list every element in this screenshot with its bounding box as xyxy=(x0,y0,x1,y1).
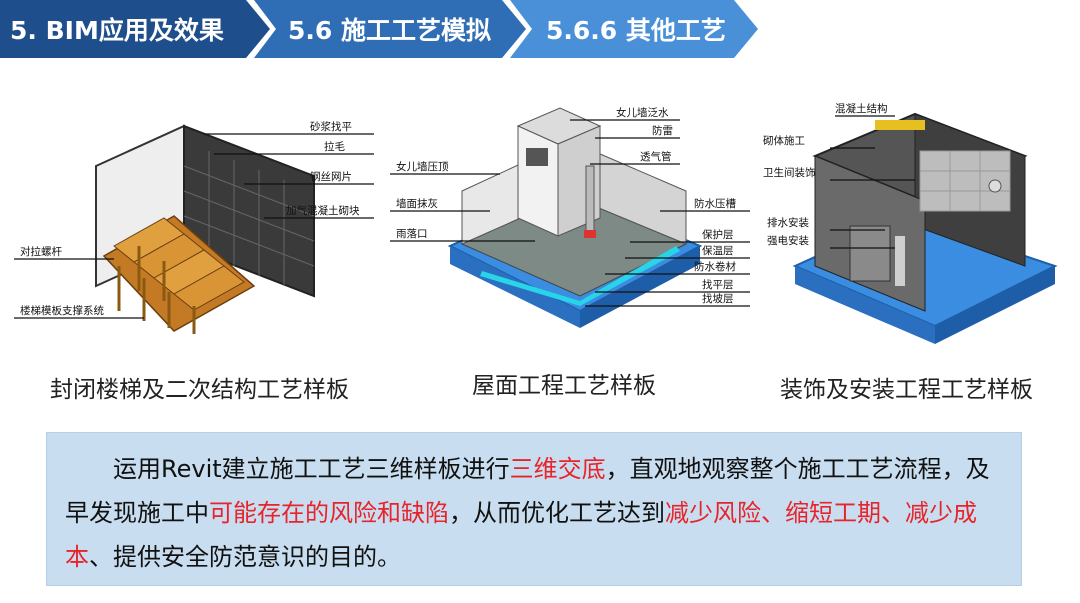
label-tie-bolt: 对拉螺杆 xyxy=(20,245,62,258)
label-vent-pipe: 透气管 xyxy=(640,150,672,163)
label-drainage-install: 排水安装 xyxy=(767,216,809,229)
label-waterproof-membrane: 防水卷材 xyxy=(694,260,736,273)
breadcrumb-level2[interactable]: 5.6 施工工艺模拟 xyxy=(254,0,526,58)
label-aerated-block: 加气混凝土砌块 xyxy=(286,204,360,217)
caption-decoration: 装饰及安装工程工艺样板 xyxy=(780,377,1033,403)
stair-model-illustration: 砂浆找平 拉毛 钢丝网片 加气混凝土砌块 对拉螺杆 楼梯模板支撑系统 xyxy=(14,120,374,334)
breadcrumb: 5. BIM应用及效果 5.6 施工工艺模拟 5.6.6 其他工艺 xyxy=(0,0,800,58)
caption-roof: 屋面工程工艺样板 xyxy=(472,373,656,399)
breadcrumb-level1[interactable]: 5. BIM应用及效果 xyxy=(0,0,270,58)
breadcrumb-level3[interactable]: 5.6.6 其他工艺 xyxy=(510,0,758,58)
label-waterproof-groove: 防水压槽 xyxy=(694,197,736,210)
description-box: 运用Revit建立施工工艺三维样板进行三维交底，直观地观察整个施工工艺流程，及早… xyxy=(46,432,1022,586)
label-concrete-structure: 混凝土结构 xyxy=(835,102,888,115)
label-sloping-layer: 找坡层 xyxy=(702,292,734,305)
label-wire-mesh: 钢丝网片 xyxy=(310,170,352,183)
roof-model-illustration: 女儿墙泛水 防雷 透气管 女儿墙压顶 墙面抹灰 雨落口 防水压槽 保护层 保温层… xyxy=(390,106,750,328)
label-stair-formwork: 楼梯模板支撑系统 xyxy=(20,304,104,317)
label-bathroom-finish: 卫生间装饰 xyxy=(763,166,816,179)
label-roughening: 拉毛 xyxy=(324,140,345,153)
label-mortar-screed: 砂浆找平 xyxy=(310,120,352,133)
label-parapet-coping: 女儿墙压顶 xyxy=(396,160,449,173)
highlight-risks: 可能存在的风险和缺陷 xyxy=(209,499,449,527)
label-parapet-flashing: 女儿墙泛水 xyxy=(616,106,669,119)
label-masonry: 砌体施工 xyxy=(763,134,805,147)
caption-stair: 封闭楼梯及二次结构工艺样板 xyxy=(50,377,349,403)
label-lightning-protection: 防雷 xyxy=(652,124,673,137)
label-leveling-layer: 找平层 xyxy=(702,278,734,291)
label-electrical-install: 强电安装 xyxy=(767,234,809,247)
description-text: 运用Revit建立施工工艺三维样板进行三维交底，直观地观察整个施工工艺流程，及早… xyxy=(65,455,990,571)
label-wall-plaster: 墙面抹灰 xyxy=(396,197,438,210)
label-insulation-layer: 保温层 xyxy=(702,244,734,257)
highlight-3d-briefing: 三维交底 xyxy=(509,455,606,483)
label-roof-drain: 雨落口 xyxy=(396,228,428,240)
highlight-goals: 减少风险、缩短工期、减少成本 xyxy=(65,499,977,571)
decoration-model-illustration: 混凝土结构 砌体施工 卫生间装饰 排水安装 强电安装 xyxy=(763,102,1058,344)
label-protective-layer: 保护层 xyxy=(702,228,734,241)
